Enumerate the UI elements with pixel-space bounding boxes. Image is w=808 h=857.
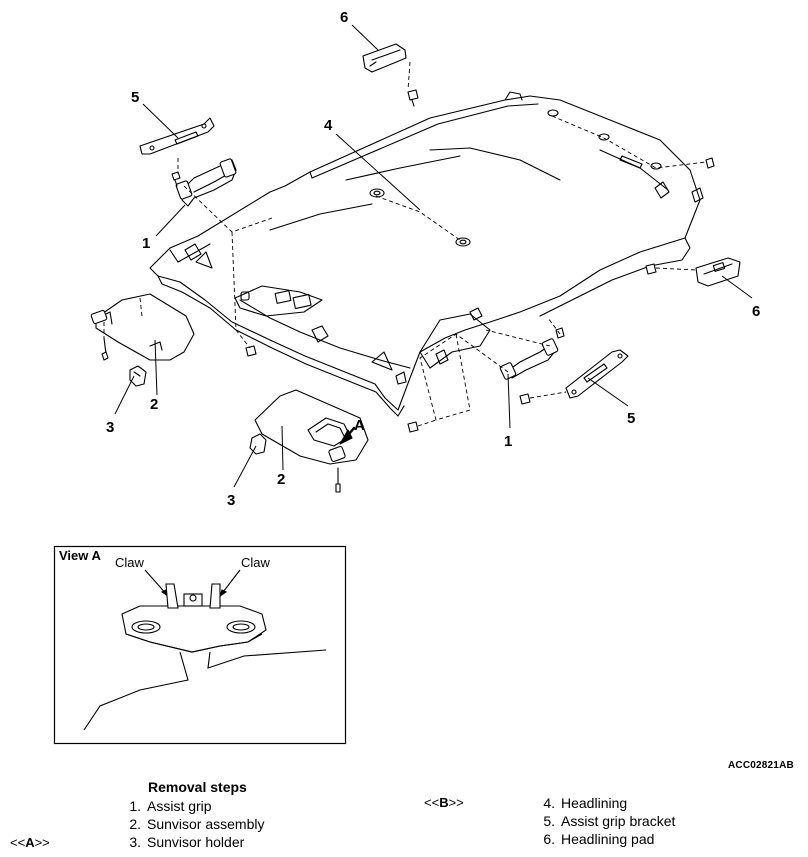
removal-step-6: 6. Headlining pad	[531, 831, 654, 847]
removal-steps-title: Removal steps	[148, 779, 247, 795]
reference-marker-b: <<B>>	[424, 795, 464, 810]
removal-step-1: 1. Assist grip	[117, 798, 212, 814]
claw-label-left: Claw	[115, 555, 145, 570]
sunvisor-holder-left	[129, 365, 147, 387]
leader-lines	[114, 24, 753, 488]
alignment-lines	[103, 61, 707, 427]
assist-grip-front-left	[171, 158, 237, 207]
step-number: 5.	[543, 813, 555, 829]
ref-prefix: <<	[10, 835, 26, 850]
step-label: Sunvisor holder	[147, 834, 245, 850]
callout-5-right: 5	[627, 410, 635, 427]
callout-1-right: 1	[504, 433, 512, 450]
headlining-pad-top	[362, 43, 419, 107]
ref-letter: A	[25, 835, 35, 850]
step-number: 6.	[543, 831, 555, 847]
reference-marker-a: <<A>>	[10, 835, 50, 850]
sunvisor-holder-middle	[249, 433, 267, 455]
claw-label-right: Claw	[241, 555, 271, 570]
headlining-panel	[149, 91, 704, 417]
ref-suffix: >>	[448, 795, 464, 810]
ref-prefix: <<	[424, 795, 440, 810]
assist-grip-bracket-top-left	[139, 117, 215, 155]
callout-3-left: 3	[106, 419, 114, 436]
step-number: 4.	[543, 795, 555, 811]
step-number: 3.	[129, 834, 141, 850]
step-label: Assist grip bracket	[561, 813, 676, 829]
headlining-pad-right	[645, 257, 741, 287]
sunvisor-middle	[254, 389, 369, 493]
view-a-title: View A	[59, 548, 102, 563]
callout-4: 4	[324, 117, 333, 134]
callout-5-left: 5	[131, 89, 139, 106]
figure-code: ACC02821AB	[728, 760, 794, 771]
assist-grip-rear-right	[499, 327, 565, 380]
step-number: 2.	[129, 816, 141, 832]
sunvisor-left	[90, 293, 195, 361]
removal-step-5: 5. Assist grip bracket	[531, 813, 675, 829]
callout-view-a-arrow: A	[354, 417, 365, 434]
callout-2-middle: 2	[277, 471, 285, 488]
callout-6-right: 6	[752, 303, 760, 320]
removal-step-4: 4. Headlining	[531, 795, 627, 811]
removal-step-2: 2. Sunvisor assembly	[117, 816, 265, 832]
step-label: Assist grip	[147, 798, 212, 814]
step-number: 1.	[129, 798, 141, 814]
assist-grip-bracket-right	[519, 349, 629, 405]
step-label: Headlining	[561, 795, 628, 811]
callout-2-left: 2	[150, 396, 158, 413]
removal-step-3: 3. Sunvisor holder	[117, 834, 244, 850]
callout-6-top: 6	[340, 9, 348, 26]
callout-3-middle: 3	[227, 492, 235, 509]
step-label: Headlining pad	[561, 831, 655, 847]
ref-suffix: >>	[34, 835, 50, 850]
step-label: Sunvisor assembly	[147, 816, 265, 832]
callout-1-left: 1	[142, 235, 150, 252]
ref-letter: B	[439, 795, 449, 810]
view-a-inset: View A Claw Claw	[53, 545, 347, 745]
headlining-exploded-diagram: 6 5 4 1 2 3 2 3 1 5 6 A View A Claw Claw	[53, 9, 760, 745]
